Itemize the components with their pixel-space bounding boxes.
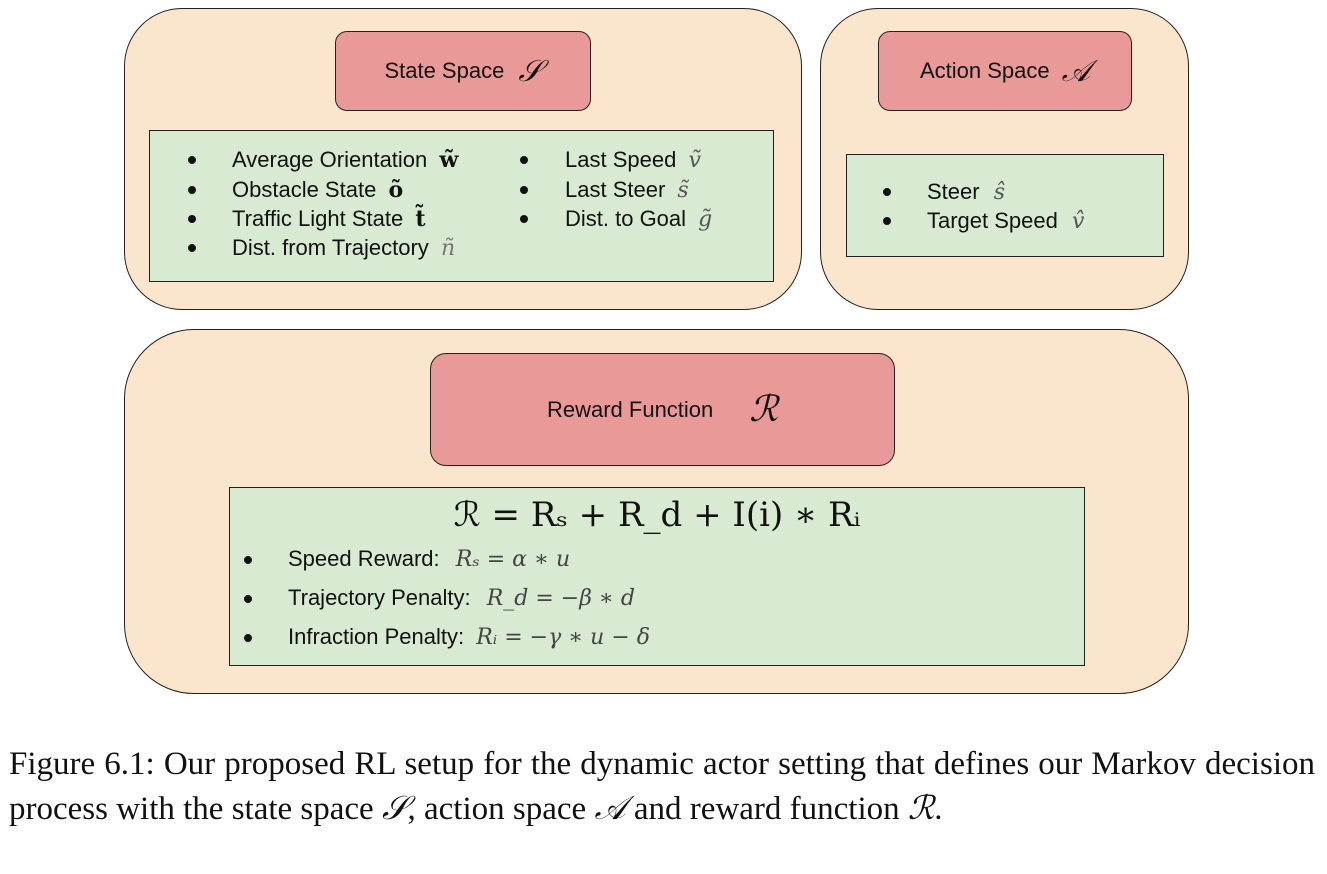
item-symbol: v̂ [1072, 209, 1085, 234]
figure-caption: Figure 6.1: Our proposed RL setup for th… [9, 742, 1315, 831]
state-item-obstacle-state: Obstacle State õ [232, 177, 404, 203]
action-item-steer: Steer ŝ [927, 181, 1005, 204]
caption-symbol-r: ℛ [907, 788, 935, 827]
item-symbol: w̃ [439, 147, 459, 173]
bullet [883, 188, 891, 196]
item-symbol: t̃ [415, 206, 426, 232]
bullet [244, 595, 252, 603]
state-item-average-orientation: Average Orientation w̃ [232, 147, 459, 173]
bullet [520, 156, 528, 164]
item-symbol: s̃ [677, 178, 689, 203]
bullet [188, 244, 196, 252]
caption-text: . [934, 791, 943, 827]
state-space-title: State Space [384, 58, 505, 83]
state-space-symbol: 𝒮 [518, 53, 542, 89]
bullet [188, 156, 196, 164]
caption-symbol-s: 𝒮 [381, 788, 408, 827]
bullet [520, 186, 528, 194]
state-item-dist-to-goal: Dist. to Goal g̃ [565, 208, 712, 231]
caption-symbol-a: 𝒜 [594, 788, 626, 827]
item-label: Speed Reward: [288, 546, 440, 571]
item-label: Trajectory Penalty: [288, 585, 471, 610]
item-formula: Rᵢ = −γ ∗ u − δ [476, 625, 650, 650]
item-label: Dist. to Goal [565, 206, 687, 231]
reward-function-title: Reward Function [546, 396, 714, 422]
caption-text: and reward function [625, 791, 900, 827]
state-item-traffic-light-state: Traffic Light State t̃ [232, 206, 426, 232]
item-label: Obstacle State [232, 177, 377, 202]
action-space-list-box [846, 154, 1164, 257]
state-space-list-box [149, 130, 774, 282]
bullet [244, 556, 252, 564]
item-symbol: ñ [440, 236, 456, 261]
item-formula: R_d = −β ∗ d [486, 586, 635, 611]
action-space-title-box: Action Space 𝒜 [878, 31, 1132, 111]
item-label: Dist. from Trajectory [232, 235, 429, 260]
bullet [520, 215, 528, 223]
bullet [188, 186, 196, 194]
item-symbol: ŝ [993, 180, 1006, 205]
item-label: Target Speed [927, 208, 1058, 233]
reward-function-symbol: ℛ [749, 389, 779, 430]
item-symbol: ṽ [688, 148, 701, 173]
reward-item-infraction-penalty: Infraction Penalty: Rᵢ = −γ ∗ u − δ [288, 626, 650, 649]
reward-item-speed-reward: Speed Reward: Rₛ = α ∗ u [288, 548, 570, 571]
state-item-last-speed: Last Speed ṽ [565, 149, 701, 172]
reward-item-trajectory-penalty: Trajectory Penalty: R_d = −β ∗ d [288, 587, 635, 610]
bullet [188, 215, 196, 223]
caption-text: Figure 6.1: Our proposed RL setup for th… [9, 746, 1315, 827]
reward-formula: ℛ = Rₛ + R_d + I(i) ∗ Rᵢ [453, 495, 861, 535]
item-label: Average Orientation [232, 147, 428, 172]
state-item-last-steer: Last Steer s̃ [565, 179, 689, 202]
reward-function-title-box: Reward Function ℛ [430, 353, 895, 466]
item-label: Last Steer [565, 177, 666, 202]
bullet [244, 634, 252, 642]
item-label: Traffic Light State [232, 206, 404, 231]
item-formula: Rₛ = α ∗ u [455, 547, 571, 572]
item-label: Infraction Penalty: [288, 624, 465, 649]
item-label: Last Speed [565, 147, 677, 172]
state-space-title-box: State Space 𝒮 [335, 31, 591, 111]
action-item-target-speed: Target Speed v̂ [927, 210, 1084, 233]
item-label: Steer [927, 179, 980, 204]
action-space-symbol: 𝒜 [1061, 53, 1091, 89]
action-space-title: Action Space [919, 58, 1050, 83]
state-item-dist-from-trajectory: Dist. from Trajectory ñ [232, 237, 455, 260]
bullet [883, 217, 891, 225]
reward-list-box [229, 487, 1085, 666]
caption-text: , action space [407, 791, 587, 827]
item-symbol: õ [388, 177, 404, 203]
item-symbol: g̃ [698, 207, 713, 232]
